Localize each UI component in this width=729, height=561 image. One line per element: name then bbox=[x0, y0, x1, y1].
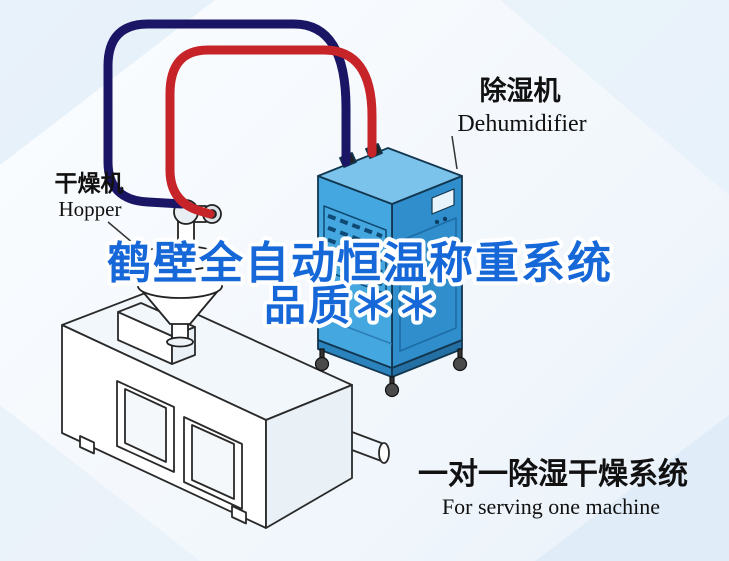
caster-wheel-1 bbox=[314, 356, 330, 372]
extruder-door-window-1 bbox=[124, 388, 167, 463]
background-sweep-top-right bbox=[500, 0, 729, 195]
hopper-pointer-line bbox=[107, 221, 147, 255]
extruder-door-window-2 bbox=[191, 424, 235, 500]
hopper-label-en: Hopper bbox=[59, 197, 122, 221]
control-button-1 bbox=[434, 219, 440, 225]
dry-air-hose-red bbox=[165, 45, 377, 219]
caster-wheels bbox=[314, 348, 468, 398]
background-sweep-bottom-right bbox=[535, 415, 729, 561]
caster-wheel-3 bbox=[452, 356, 468, 372]
front-seam-line bbox=[317, 315, 393, 345]
headline-line2: 品质＊＊ bbox=[264, 282, 440, 329]
caster-wheel-2 bbox=[384, 382, 400, 398]
dehumidifier-label-en: Dehumidifier bbox=[457, 111, 586, 137]
background-sweep-bottom-left bbox=[0, 405, 200, 561]
vent-grille-frame bbox=[323, 205, 387, 295]
vent-slats bbox=[327, 213, 383, 287]
caster-stem-1 bbox=[319, 348, 325, 359]
caster-stem-3 bbox=[457, 348, 463, 359]
extruder-right-face bbox=[265, 384, 353, 529]
system-label-en: For serving one machine bbox=[442, 494, 660, 519]
system-label-cn: 一对一除湿干燥系统 bbox=[418, 457, 688, 491]
extruder-barrel-cap bbox=[378, 442, 390, 464]
control-display bbox=[431, 188, 455, 215]
dehumidifier-pointer-line bbox=[451, 135, 458, 170]
headline-line1: 鹤壁全自动恒温称重系统 bbox=[107, 238, 613, 288]
extruder-machine bbox=[61, 291, 390, 529]
extruder-foot-2 bbox=[231, 505, 247, 525]
extruder-barrel-lines bbox=[351, 431, 385, 463]
dehumidifier-label-cn: 除湿机 bbox=[480, 75, 561, 106]
dehumidifier-unit bbox=[314, 143, 468, 398]
side-door-outline bbox=[399, 217, 457, 352]
hopper-outlet-flange bbox=[166, 336, 194, 348]
control-button-2 bbox=[442, 216, 448, 222]
extruder-foot-1 bbox=[79, 435, 95, 455]
hopper-label-cn: 干燥机 bbox=[55, 170, 124, 196]
